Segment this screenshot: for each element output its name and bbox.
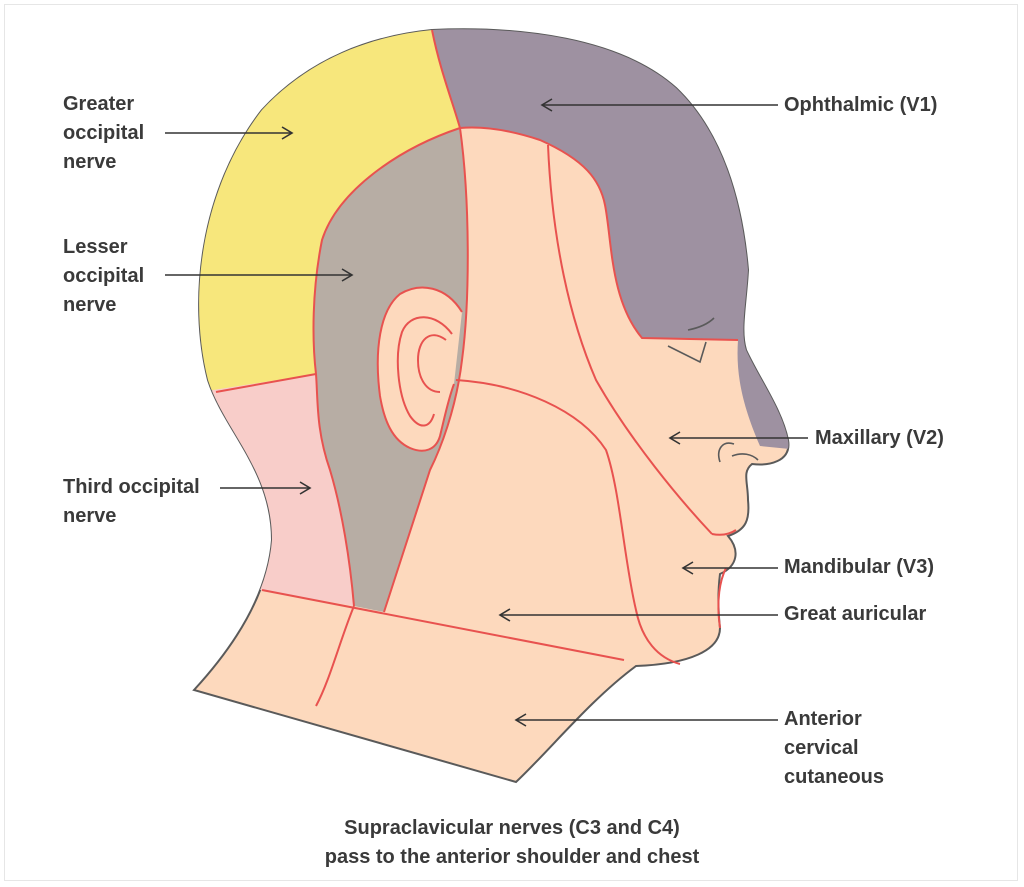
arrow-mandibular <box>681 561 778 575</box>
eye-detail <box>667 341 707 364</box>
boundary-line <box>383 127 469 613</box>
leader-arrows <box>165 98 808 727</box>
boundary-line <box>312 127 461 607</box>
ear-outer <box>376 286 463 452</box>
boundary-line <box>717 567 727 629</box>
arrow-lesser-occipital <box>165 268 354 282</box>
boundary-line <box>261 589 625 661</box>
nostril-detail <box>718 442 735 463</box>
label-greater-occipital: Greater occipital nerve <box>63 93 145 173</box>
label-maxillary: Maxillary (V2) <box>815 427 944 449</box>
label-anterior-cervical: Anterior cervical cutaneous <box>784 708 885 788</box>
arrow-greater-occipital <box>165 126 294 140</box>
boundary-line <box>459 126 739 341</box>
ear-concha <box>416 334 447 393</box>
boundary-line <box>455 379 681 665</box>
arrow-anterior-cervical <box>514 713 778 727</box>
arrow-great-auricular <box>498 608 778 622</box>
nerve-boundaries <box>215 29 739 707</box>
label-mandibular: Mandibular (V3) <box>784 556 935 578</box>
ear-helix <box>396 316 453 427</box>
ear <box>376 286 463 452</box>
label-third-occipital: Third occipital nerve <box>63 476 200 527</box>
boundary-line <box>547 144 713 535</box>
boundary-line <box>431 29 461 129</box>
arrow-maxillary <box>668 431 808 445</box>
label-ophthalmic: Ophthalmic (V1) <box>784 94 938 116</box>
arrow-ophthalmic <box>540 98 778 112</box>
brow-detail <box>687 317 715 331</box>
boundary-line <box>315 605 355 707</box>
nostril-detail <box>731 453 759 461</box>
label-lesser-occipital: Lesser occipital nerve <box>63 236 145 316</box>
arrow-third-occipital <box>220 481 312 495</box>
boundary-line <box>711 529 737 536</box>
face-details <box>667 317 759 463</box>
diagram-caption: Supraclavicular nerves (C3 and C4) pass … <box>324 817 700 868</box>
label-great-auricular: Great auricular <box>784 603 927 625</box>
boundary-line <box>215 373 317 393</box>
